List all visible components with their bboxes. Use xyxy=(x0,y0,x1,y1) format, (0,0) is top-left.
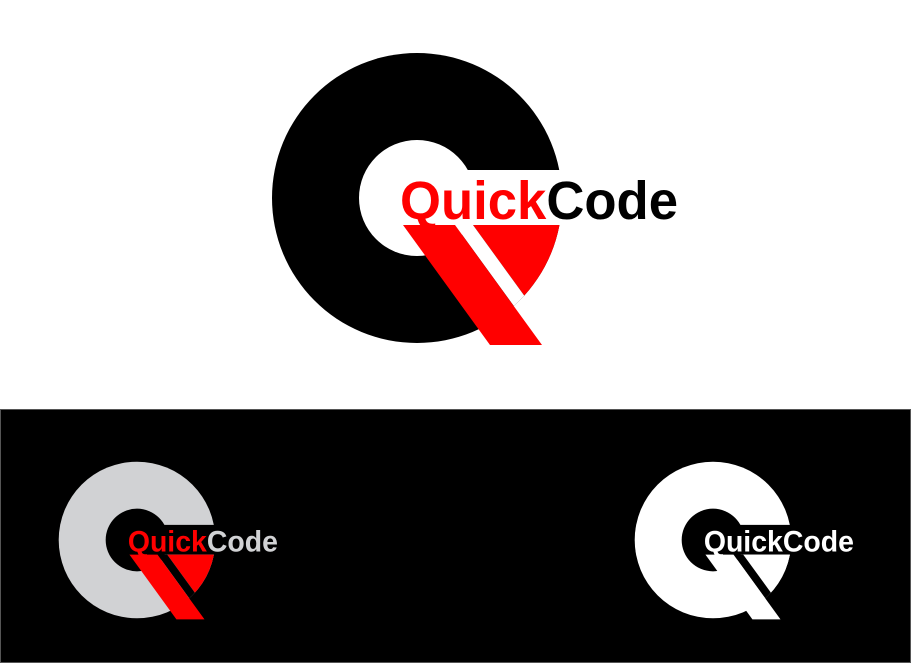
logo-primary: QuickCode xyxy=(272,53,678,345)
text-band xyxy=(703,524,802,555)
logo-white-variant: QuickCode xyxy=(634,461,854,620)
wordmark-code: Code xyxy=(783,526,854,558)
wordmark-quick: Quick xyxy=(128,526,208,558)
wordmark-quick: Quick xyxy=(400,171,547,231)
text-band xyxy=(400,170,580,225)
q-tail-bar xyxy=(705,554,781,620)
logo-wordmark: QuickCode xyxy=(704,526,854,558)
wordmark-code: Code xyxy=(207,526,278,558)
wordmark-quick: Quick xyxy=(704,526,784,558)
logo-wordmark: QuickCode xyxy=(128,526,278,558)
wordmark-code: Code xyxy=(546,171,678,231)
q-tail-bar xyxy=(403,225,542,345)
q-tail-bar xyxy=(129,554,205,620)
text-band xyxy=(127,524,226,555)
logo-wordmark: QuickCode xyxy=(400,171,678,231)
